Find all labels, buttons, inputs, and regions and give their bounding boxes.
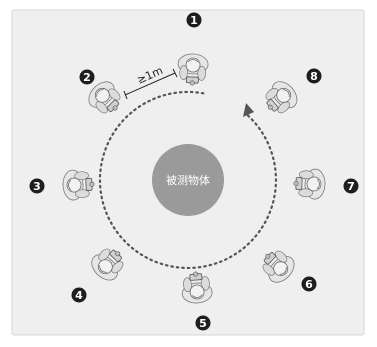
photographer-6 [262,250,295,283]
position-badge-7: 7 [343,178,359,194]
person-head [66,177,82,193]
person-arm [179,65,189,80]
person-arm [197,66,207,81]
badge-circle [195,315,211,331]
person-arm [298,188,314,198]
person-head [273,261,289,277]
camera-lens-icon [293,180,299,186]
photographer-group [62,53,326,304]
photographer-5 [181,271,213,304]
person-arm [111,261,124,274]
camera-lens-icon [89,181,95,187]
person-arm [95,101,108,114]
badge-circle [186,12,202,28]
person-arm [277,101,290,114]
photographer-1 [177,53,209,86]
badge-number: 6 [305,278,313,291]
direction-arrow [243,103,254,117]
camera-lens-icon [189,80,195,86]
person-arm [262,263,275,276]
position-badge-6: 6 [301,276,317,292]
person-hair [279,267,287,275]
person-head [189,284,205,300]
badge-number: 8 [310,70,318,83]
badge-circle [301,276,317,292]
position-badge-5: 5 [195,315,211,331]
position-badge-1: 1 [186,12,202,28]
person-hair [187,59,199,63]
position-badge-8: 8 [306,68,322,84]
person-hair [68,179,72,191]
person-head [94,87,110,103]
person-arm [265,88,279,100]
badge-number: 2 [83,71,91,84]
person-hair [192,294,203,298]
camera-lens-icon [115,251,121,257]
badge-circle [71,287,87,303]
center-object-label: 被测物体 [166,173,210,187]
person-head [276,87,292,103]
center-object: 被测物体 [152,144,224,216]
photographer-3 [62,169,95,201]
photographer-8 [265,81,298,114]
person-head [97,259,113,275]
person-arm [275,250,288,263]
person-arm [98,248,111,261]
photographer-7 [293,168,326,200]
person-hair [99,265,107,273]
photographer-2 [88,81,121,114]
position-badge-2: 2 [79,69,95,85]
position-badges: 1 2 3 4 5 6 7 8 [29,12,359,331]
person-arm [74,171,89,181]
person-head [185,57,201,73]
badge-number: 1 [190,14,198,27]
badge-circle [343,178,359,194]
badge-circle [306,68,322,84]
person-hair [316,178,320,190]
badge-circle [79,69,95,85]
person-head [306,176,322,192]
camera-lens-icon [267,104,273,110]
camera-lens-icon [193,271,199,277]
person-hair [282,89,290,98]
camera-lens-icon [112,105,118,111]
capture-path [98,90,277,270]
photographer-4 [91,248,124,281]
badge-number: 5 [199,317,207,330]
person-arm [108,88,121,101]
person-arm [201,275,210,291]
badge-number: 3 [33,180,41,193]
position-badge-3: 3 [29,178,45,194]
position-badge-4: 4 [71,287,87,303]
person-arm [298,170,314,180]
badge-number: 7 [347,180,355,193]
person-arm [183,277,192,293]
badge-number: 4 [75,289,83,302]
person-hair [96,89,104,97]
badge-circle [29,178,45,194]
camera-lens-icon [265,253,271,259]
person-arm [75,189,90,199]
